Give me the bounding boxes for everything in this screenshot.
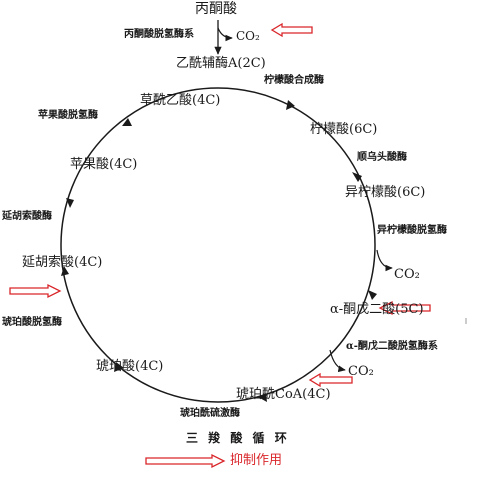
enzyme-citrate-synthase: 柠檬酸合成酶 (264, 75, 324, 86)
co2-branch-arrow-3 (329, 349, 346, 373)
node-isocitrate: 异柠檬酸(6C) (345, 185, 426, 200)
legend-label: 抑制作用 (230, 453, 283, 468)
enzyme-isocitrate-dehydrogenase: 异柠檬酸脱氢酶 (377, 225, 447, 236)
node-citrate: 柠檬酸(6C) (310, 122, 378, 137)
ring-arrow (114, 362, 124, 372)
node-malate: 苹果酸(4C) (70, 157, 138, 172)
co2-label-1: CO₂ (236, 29, 260, 43)
diagram-caption: 三 羧 酸 循 环 (186, 431, 290, 445)
enzyme-succinate-dehydrogenase: 琥珀酸脱氢酶 (2, 317, 62, 328)
ring-arrow (286, 100, 295, 110)
node-succinyl-coa: 琥珀酰CoA(4C) (236, 387, 331, 402)
cycle-ring (60, 87, 376, 403)
legend-arrow (145, 453, 226, 469)
ring-arrow (122, 118, 132, 126)
co2-branch-arrow-2 (376, 249, 393, 272)
enzyme-fumarase: 延胡索酸酶 (2, 211, 52, 222)
enzyme-aconitase: 顺乌头酸酶 (357, 152, 407, 163)
ring-arrow (352, 172, 362, 182)
ring-arrow (258, 393, 267, 402)
co2-label-3: CO₂ (348, 364, 374, 379)
ring-arrow (368, 290, 377, 300)
inhibition-arrow-sdh (9, 283, 62, 299)
enzyme-akg-dehydrogenase: α-酮戊二酸脱氢酶系 (346, 341, 438, 352)
node-alpha-ketoglutarate: α-酮戊二酸(5C) (330, 302, 424, 317)
enzyme-succinyl-thiokinase: 琥珀酰硫激酶 (180, 408, 240, 419)
node-succinate: 琥珀酸(4C) (96, 359, 164, 374)
co2-branch-arrow-1 (217, 27, 233, 42)
enzyme-malate-dehydrogenase: 苹果酸脱氢酶 (38, 110, 98, 121)
inhibition-arrow-akgdh (308, 372, 353, 388)
ring-arrow (66, 198, 74, 208)
cycle-direction-arrows (61, 100, 377, 402)
node-oxaloacetate: 草酰乙酸(4C) (140, 93, 221, 108)
ring-arrow (61, 266, 69, 276)
node-acetyl-coa: 乙酰辅酶A(2C) (176, 56, 266, 71)
inhibition-arrow-pdh (270, 22, 313, 38)
node-fumarate: 延胡索酸(4C) (22, 255, 103, 270)
inhibition-arrow-idh (378, 300, 431, 316)
inhibition-arrows (9, 22, 431, 469)
node-pyruvate: 丙酮酸 (195, 1, 237, 17)
co2-label-2: CO₂ (394, 267, 420, 282)
enzyme-pyruvate-dehydrogenase: 丙酮酸脱氢酶系 (124, 29, 194, 40)
